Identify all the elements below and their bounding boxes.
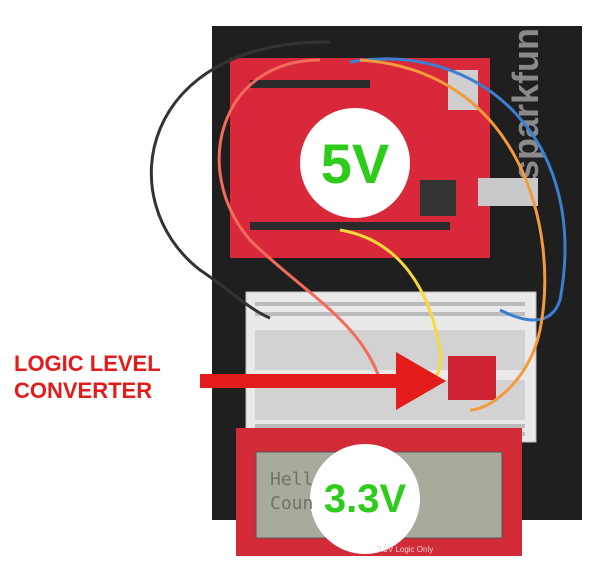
callout-line-1: LOGIC LEVEL [14, 351, 161, 376]
lcd-line-2: Coun [270, 493, 314, 514]
lcd-display-text: Hell Coun [270, 468, 313, 516]
header-top [250, 80, 370, 88]
wire-red [217, 58, 382, 381]
wire-black [149, 40, 331, 320]
logic-converter-board [448, 356, 496, 400]
voltage-label-5v: 5V [300, 108, 410, 218]
brand-text: sparkfun [505, 28, 546, 180]
callout-arrow [200, 352, 446, 410]
wires [149, 40, 567, 412]
lcd-footer-text: 3.3V Logic Only [376, 545, 434, 554]
wire-blue [349, 57, 567, 322]
lcd-line-1: Hell [270, 469, 314, 490]
callout-line-2: CONVERTER [14, 378, 153, 403]
logic-level-converter-callout: LOGIC LEVEL CONVERTER [14, 350, 161, 404]
chip [420, 180, 456, 216]
voltage-label-3v3: 3.3V [310, 444, 420, 554]
wire-orange [359, 58, 547, 412]
header-bottom [250, 222, 450, 230]
